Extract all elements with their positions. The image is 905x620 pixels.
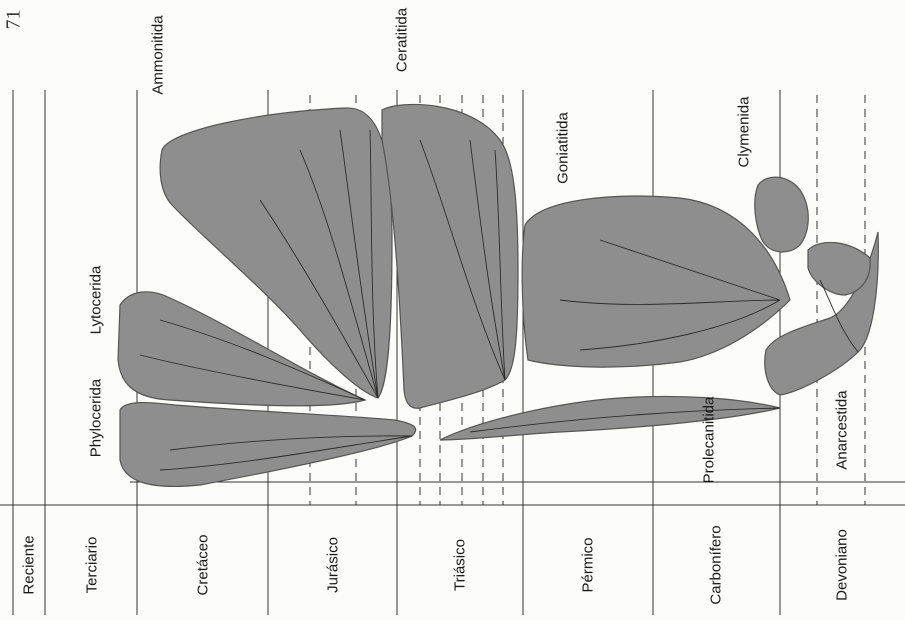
group-label-goniatitida: Goniatitida	[555, 112, 572, 184]
group-label-phylocerida: Phylocerida	[88, 379, 105, 457]
period-label-jurasico: Jurásico	[325, 537, 342, 593]
clade-lobes	[118, 104, 878, 486]
period-label-cretaceo: Cretáceo	[195, 535, 212, 596]
period-label-carbonifero: Carbonífero	[708, 525, 725, 604]
period-label-devoniano: Devoniano	[834, 529, 851, 601]
period-label-terciario: Terciario	[84, 537, 101, 594]
devonian-upper-lobe	[808, 242, 870, 295]
group-label-anarcestida: Anarcestida	[834, 390, 851, 469]
group-label-ammonitida: Ammonitida	[150, 15, 167, 94]
period-label-triasico: Triásico	[452, 539, 469, 591]
group-label-lytocerida: Lytocerida	[88, 266, 105, 335]
prolecanitida-lobe	[440, 396, 780, 440]
period-label-reciente: Reciente	[21, 535, 38, 594]
group-label-prolecanitida: Prolecanitida	[701, 397, 718, 484]
goniatitida-lobe	[522, 196, 790, 367]
period-label-permico: Pérmico	[580, 537, 597, 592]
group-label-clymenida: Clymenida	[736, 97, 753, 168]
group-label-ceratitida: Ceratitida	[394, 8, 411, 72]
clymenida-lobe	[755, 177, 808, 252]
